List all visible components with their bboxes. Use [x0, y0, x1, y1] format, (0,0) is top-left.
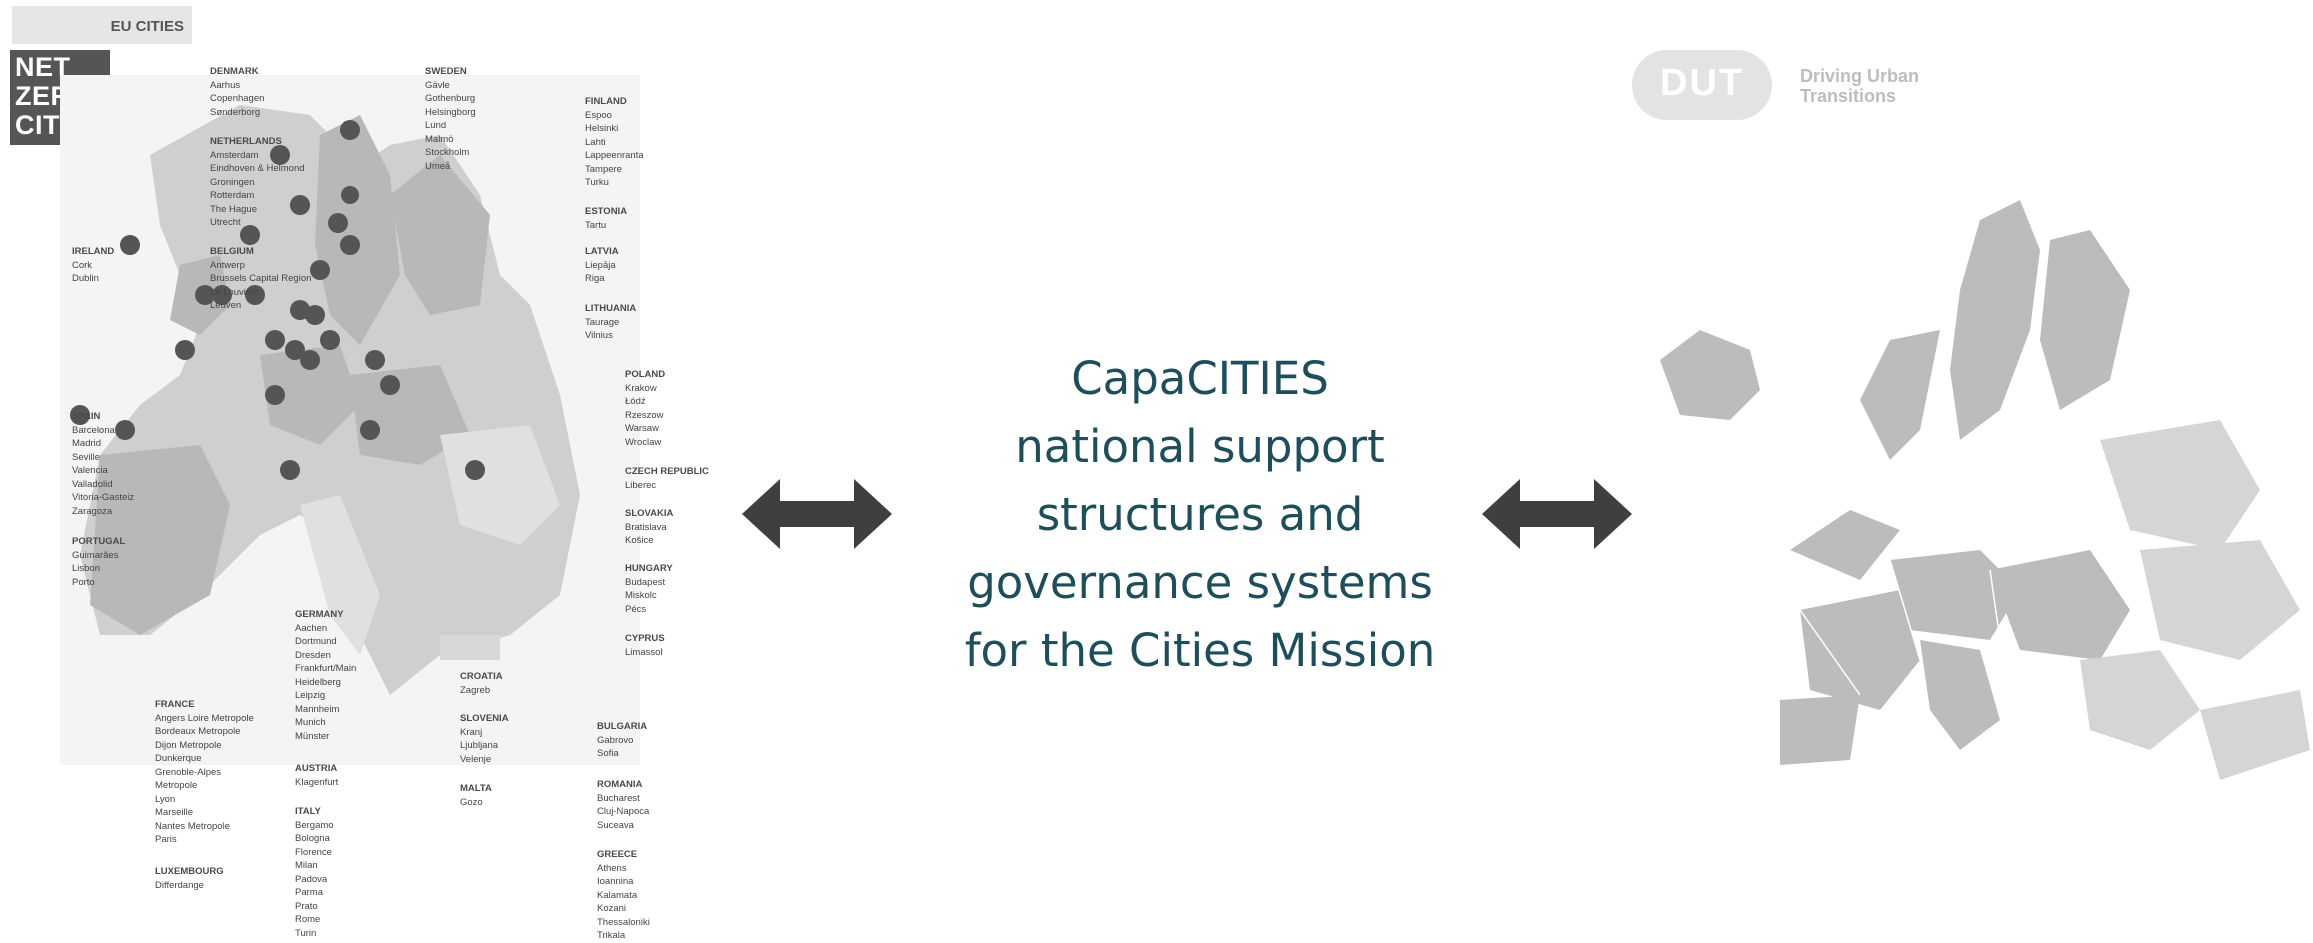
dut-logo	[1632, 50, 1772, 120]
caption-line-1: CapaCITIES	[1071, 352, 1329, 405]
eu-cities-label: EU CITIES	[12, 6, 192, 44]
dut-mark: DUT	[1660, 62, 1745, 104]
left-double-arrow-icon	[742, 479, 892, 549]
caption-line-5: for the Cities Mission	[964, 624, 1436, 677]
caption-line-3: structures and	[1036, 488, 1364, 541]
map-markers	[70, 120, 485, 480]
europe-map	[1660, 200, 2310, 780]
caption-line-4: governance systems	[967, 556, 1433, 609]
dut-tagline-1: Driving Urban	[1800, 66, 1920, 86]
eu-cities-map	[60, 75, 640, 765]
right-double-arrow-icon	[1482, 479, 1632, 549]
dut-tagline-2: Transitions	[1800, 86, 1897, 106]
dut-tagline: Driving Urban Transitions	[1800, 66, 1919, 106]
center-caption: CapaCITIES national support structures a…	[900, 345, 1500, 685]
caption-line-2: national support	[1015, 420, 1385, 473]
